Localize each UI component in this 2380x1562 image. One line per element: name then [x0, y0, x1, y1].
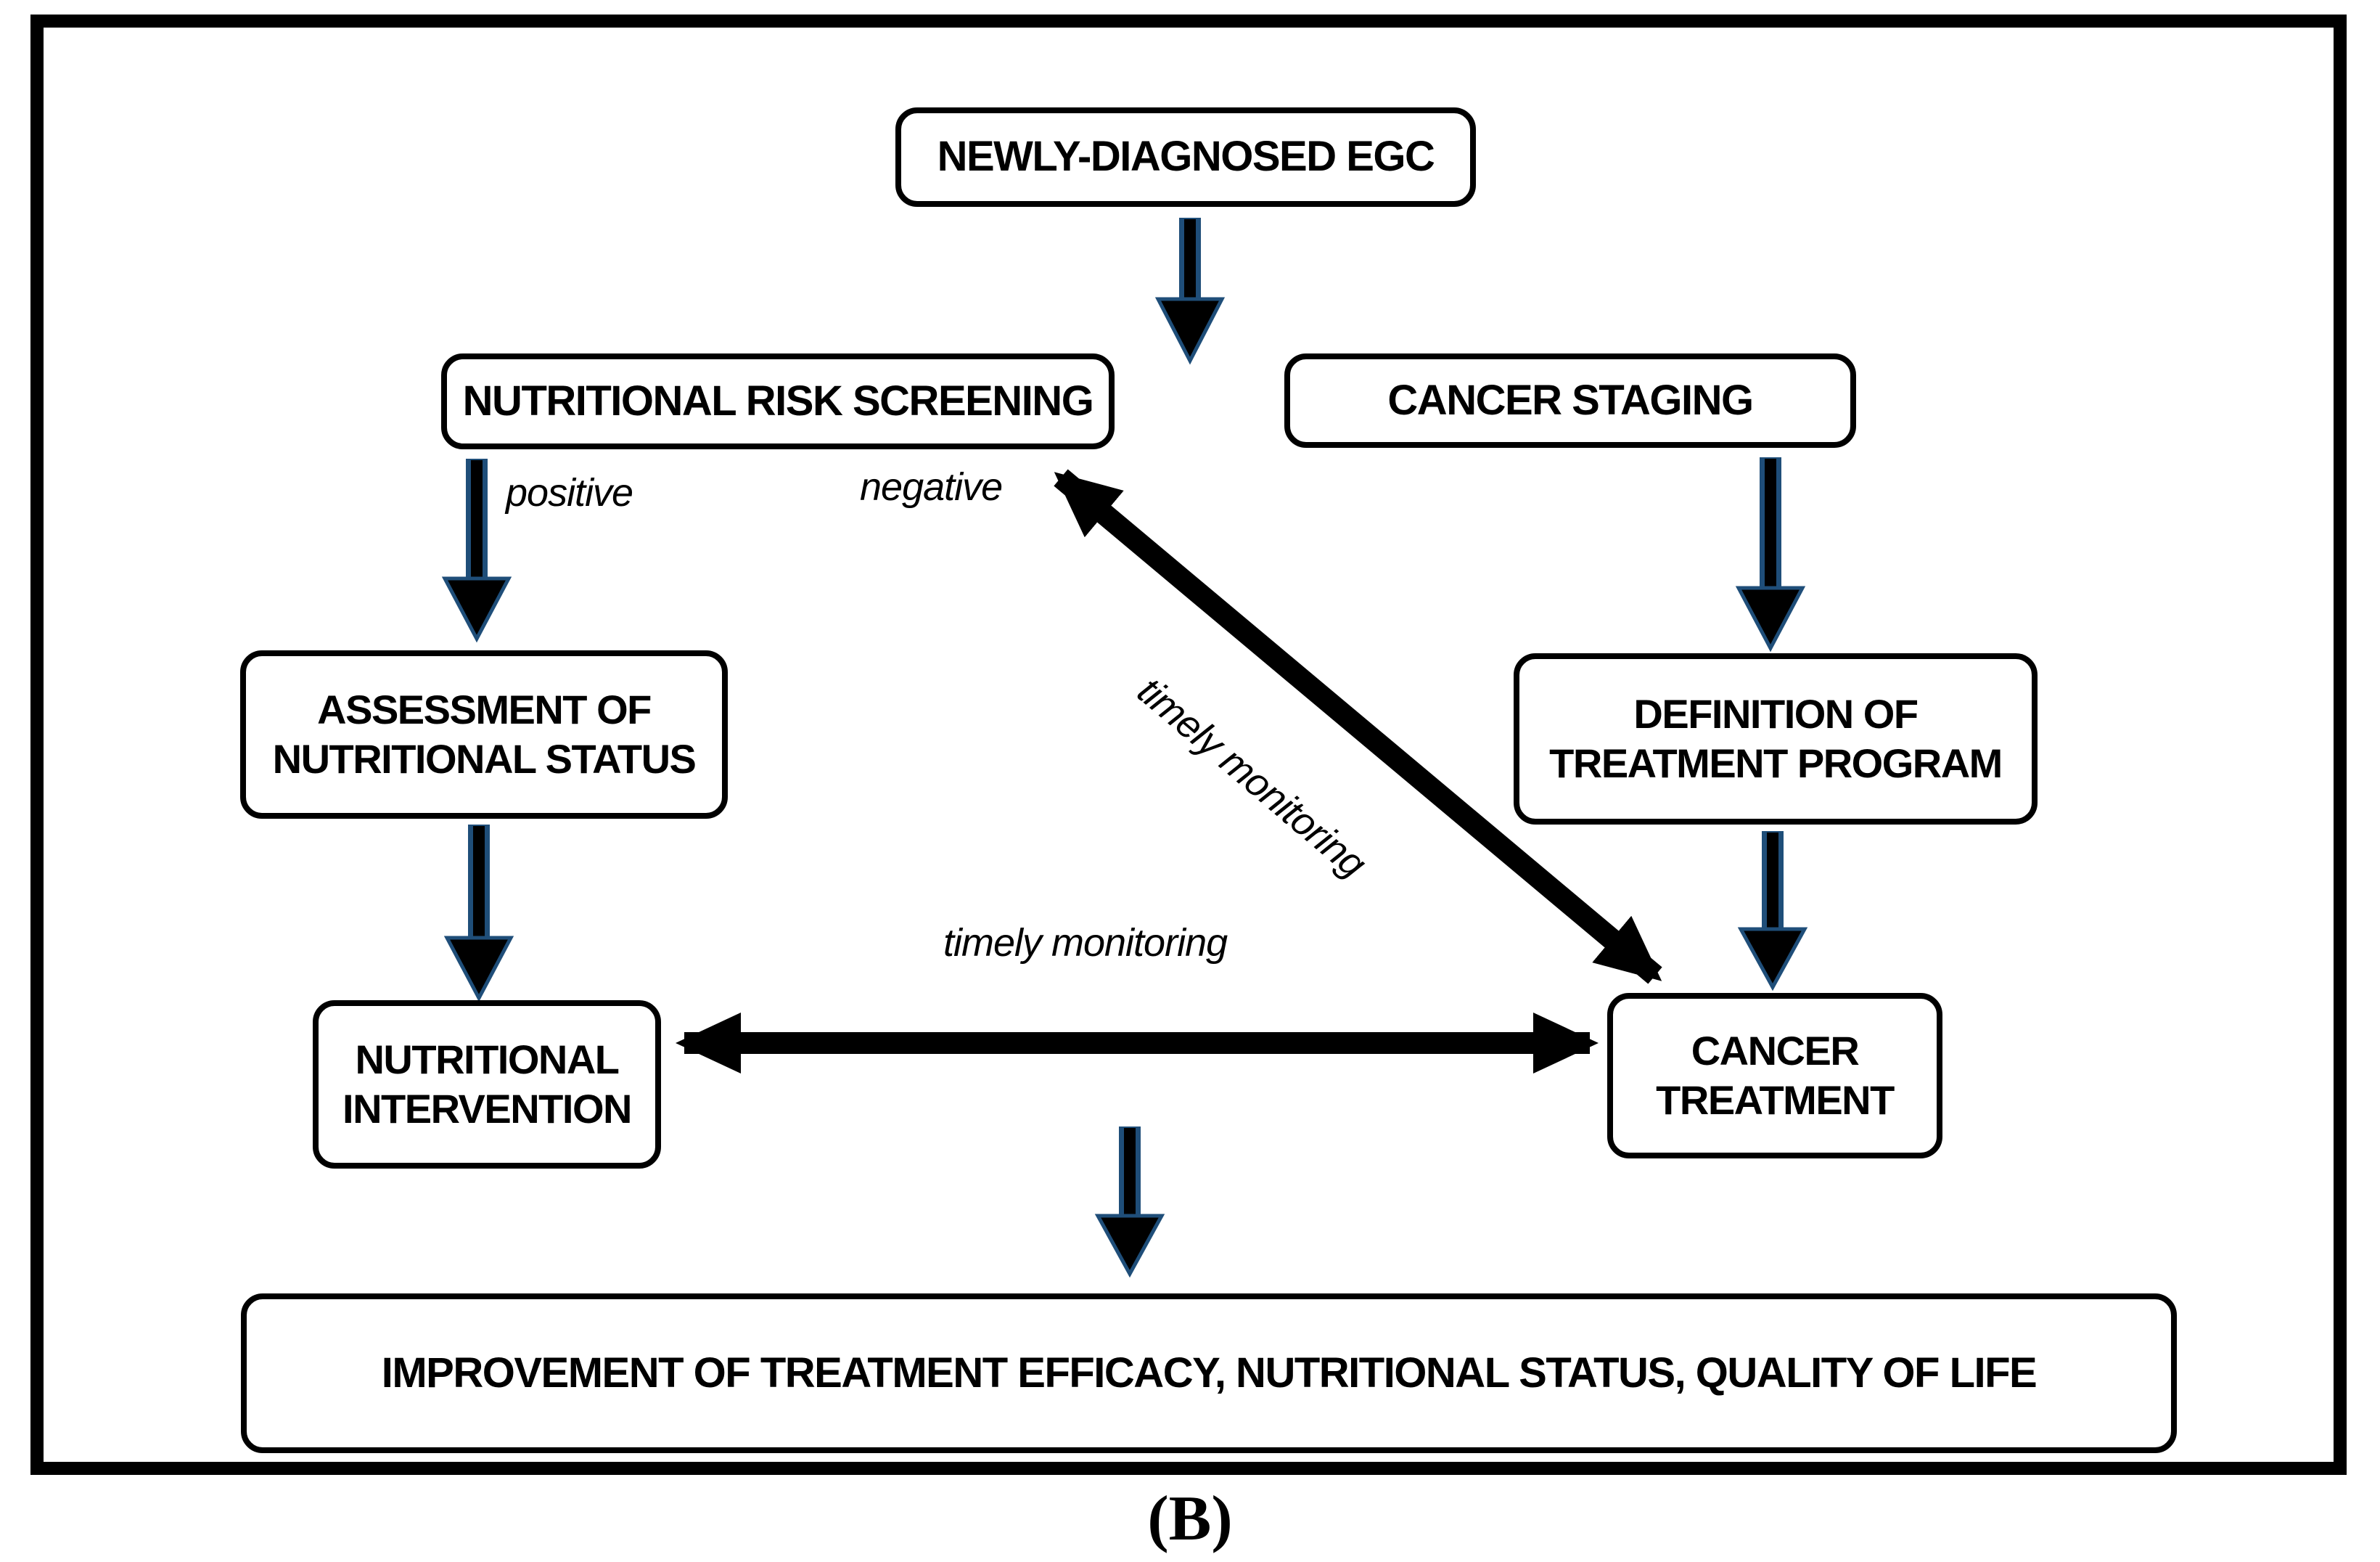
node-label-line2: TREATMENT — [1656, 1077, 1895, 1123]
node-improvement-outcome: IMPROVEMENT OF TREATMENT EFFICACY, NUTRI… — [241, 1293, 2177, 1453]
node-nutritional-intervention: NUTRITIONAL INTERVENTION — [313, 1000, 661, 1169]
node-nutritional-risk-screening: NUTRITIONAL RISK SCREENING — [441, 353, 1115, 449]
node-definition-of-treatment-program: DEFINITION OF TREATMENT PROGRAM — [1514, 653, 2038, 825]
edge-label-positive: positive — [506, 471, 633, 515]
node-label-line1: CANCER — [1691, 1027, 1860, 1074]
node-label-line1: DEFINITION OF — [1633, 690, 1919, 737]
edge-label-negative: negative — [860, 465, 1003, 509]
node-newly-diagnosed-egc: NEWLY-DIAGNOSED EGC — [895, 107, 1476, 207]
node-label-line1: ASSESSMENT OF — [317, 686, 652, 732]
arrow-screening-positive-to-assessment — [441, 459, 512, 643]
figure-caption: (B) — [1147, 1484, 1233, 1554]
node-label-line1: NUTRITIONAL — [355, 1036, 620, 1082]
node-cancer-treatment: CANCER TREATMENT — [1607, 993, 1942, 1158]
arrow-assessment-to-intervention — [443, 825, 514, 1002]
edge-label-timely-monitoring-horizontal: timely monitoring — [943, 921, 1228, 965]
arrow-egc-to-screening — [1154, 218, 1226, 365]
node-assessment-of-nutritional-status: ASSESSMENT OF NUTRITIONAL STATUS — [240, 650, 728, 819]
node-label: NUTRITIONAL RISK SCREENING — [462, 377, 1094, 425]
arrow-intervention-to-improvement — [1094, 1126, 1165, 1278]
node-label: NEWLY-DIAGNOSED EGC — [937, 133, 1435, 181]
node-label-line2: INTERVENTION — [342, 1086, 632, 1132]
node-cancer-staging: CANCER STAGING — [1284, 353, 1856, 448]
node-label-line2: NUTRITIONAL STATUS — [272, 736, 697, 782]
arrow-treatment-to-screening-negative — [1054, 469, 1662, 984]
arrow-staging-to-definition — [1735, 457, 1806, 653]
node-label: CANCER STAGING — [1387, 376, 1754, 424]
node-label: IMPROVEMENT OF TREATMENT EFFICACY, NUTRI… — [381, 1349, 2038, 1397]
node-label-line2: TREATMENT PROGRAM — [1549, 740, 2003, 786]
arrow-definition-to-treatment — [1737, 831, 1808, 991]
